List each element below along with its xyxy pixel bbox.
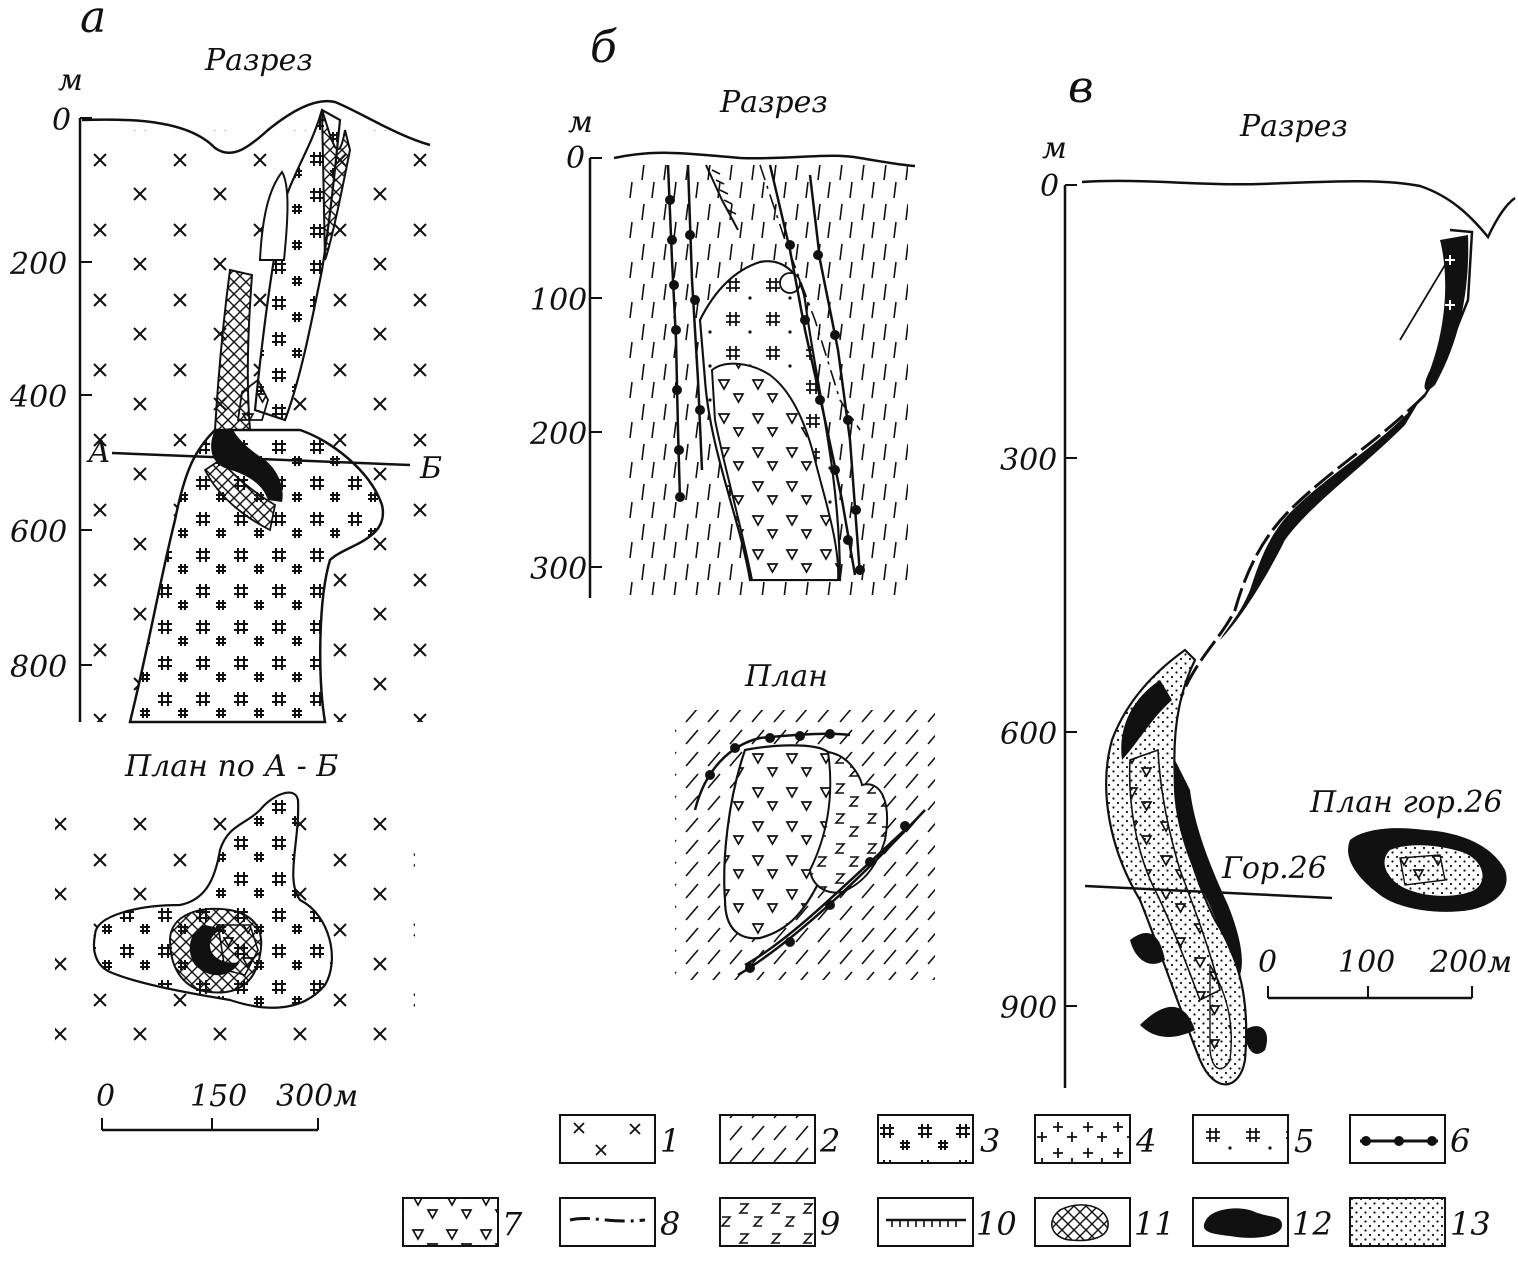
panel-v: в Разрез м 0 300 600 900 bbox=[1000, 62, 1516, 1088]
panel-a-tick-0: 0 bbox=[52, 103, 71, 138]
section-line-a-b bbox=[111, 451, 411, 467]
panel-a-tick-800: 800 bbox=[10, 650, 67, 685]
lens-1 bbox=[258, 170, 289, 261]
intrusive-stock bbox=[130, 430, 383, 722]
legend-num-13: 13 bbox=[1450, 1205, 1491, 1243]
breccia-pipe bbox=[712, 363, 839, 580]
panel-a-scale-bar: 0 150 300м bbox=[96, 1079, 358, 1132]
plan-breccia-v bbox=[1399, 854, 1446, 886]
legend-num-12: 12 bbox=[1292, 1205, 1333, 1243]
scale-a-0: 0 bbox=[96, 1079, 115, 1114]
plan-intrusion bbox=[93, 792, 332, 1008]
panel-b-letter: б bbox=[590, 22, 617, 73]
panel-v-tick-600: 600 bbox=[1000, 717, 1057, 752]
legend-num-4: 4 bbox=[1135, 1122, 1156, 1160]
panel-v-tick-900: 900 bbox=[1000, 991, 1057, 1026]
legend-num-7: 7 bbox=[502, 1205, 523, 1243]
panel-v-tick-300: 300 bbox=[1000, 443, 1057, 478]
section-line-end: Б bbox=[419, 451, 442, 486]
legend-item-10: 10 bbox=[877, 1197, 1017, 1247]
plan-faults-b bbox=[693, 729, 926, 977]
scale-v-0: 0 bbox=[1258, 945, 1277, 980]
breccia-pocket bbox=[236, 378, 269, 421]
scale-v-100: 100 bbox=[1338, 945, 1395, 980]
ore-vein-top bbox=[1424, 235, 1469, 390]
legend-num-11: 11 bbox=[1134, 1205, 1175, 1243]
legend-num-8: 8 bbox=[660, 1205, 680, 1243]
panel-b-section-title: Разрез bbox=[719, 85, 828, 120]
legend-num-6: 6 bbox=[1450, 1122, 1470, 1160]
legend-item-9: 9 bbox=[719, 1197, 840, 1247]
dike-apophysis bbox=[255, 110, 340, 420]
panel-a-depth-unit: м bbox=[58, 63, 83, 98]
panel-a-tick-400: 400 bbox=[9, 380, 67, 415]
panel-v-depth-unit: м bbox=[1042, 131, 1067, 166]
legend-item-5: 5 bbox=[1192, 1114, 1314, 1164]
section-line-start: А bbox=[86, 435, 111, 470]
panel-b-tick-0: 0 bbox=[566, 141, 585, 176]
legend-item-6: 6 bbox=[1349, 1114, 1470, 1164]
legend-num-10: 10 bbox=[976, 1205, 1017, 1243]
legend-item-11: 11 bbox=[1034, 1197, 1175, 1247]
panel-a: а Разрез м 0 200 400 600 800 bbox=[9, 0, 442, 1132]
ore-vein-middle bbox=[1220, 400, 1420, 640]
panel-a-section-title: Разрез bbox=[204, 43, 313, 78]
legend-num-2: 2 bbox=[819, 1122, 840, 1160]
panel-b-depth-unit: м bbox=[568, 105, 593, 140]
panel-a-tick-600: 600 bbox=[10, 515, 67, 550]
legend-item-4: 4 bbox=[1034, 1114, 1156, 1164]
panel-a-depth-axis: м 0 200 400 600 800 bbox=[9, 63, 92, 722]
ore-body-black bbox=[211, 428, 283, 502]
panel-b: б Разрез м 0 100 200 300 bbox=[529, 22, 935, 980]
crosshatch-dike-2 bbox=[321, 109, 352, 261]
panel-v-letter: в bbox=[1068, 62, 1094, 113]
horizon-label: Гор.26 bbox=[1221, 851, 1327, 886]
legend-item-3: 3 bbox=[877, 1114, 1000, 1164]
ground-surface bbox=[81, 99, 431, 154]
legend-num-3: 3 bbox=[980, 1122, 1000, 1160]
plan-breccia bbox=[724, 745, 833, 939]
panel-v-depth-axis: м 0 300 600 900 bbox=[1000, 131, 1077, 1088]
legend-item-12: 12 bbox=[1192, 1197, 1333, 1247]
plan-z-zone bbox=[810, 752, 888, 893]
panel-v-plan-title: План гор.26 bbox=[1309, 785, 1503, 820]
panel-b-depth-axis: м 0 100 200 300 bbox=[529, 105, 602, 598]
horizon-line bbox=[1084, 884, 1333, 900]
faults-b bbox=[665, 164, 865, 576]
panel-v-section-title: Разрез bbox=[1239, 109, 1348, 144]
panel-v-tick-0: 0 bbox=[1040, 169, 1059, 204]
legend-num-9: 9 bbox=[820, 1205, 840, 1243]
comb-contact bbox=[711, 169, 737, 215]
legend-item-8: 8 bbox=[559, 1197, 680, 1247]
legend-item-13: 13 bbox=[1349, 1197, 1491, 1247]
legend-item-2: 2 bbox=[719, 1114, 840, 1164]
panel-a-letter: а bbox=[80, 0, 106, 43]
legend-item-1: 1 bbox=[559, 1114, 680, 1164]
scale-a-300: 300м bbox=[276, 1079, 358, 1114]
ground-surface-b bbox=[613, 151, 916, 168]
legend-item-7: 7 bbox=[402, 1197, 523, 1247]
panel-b-tick-100: 100 bbox=[530, 283, 587, 318]
legend: 1 2 3 4 5 6 7 bbox=[402, 1114, 1491, 1247]
legend-num-5: 5 bbox=[1294, 1122, 1314, 1160]
panel-b-tick-200: 200 bbox=[529, 417, 587, 452]
panel-b-tick-300: 300 bbox=[530, 552, 587, 587]
ground-surface-v bbox=[1081, 179, 1516, 240]
scale-a-150: 150 bbox=[190, 1079, 247, 1114]
panel-a-tick-200: 200 bbox=[9, 247, 67, 282]
scale-v-200: 200м bbox=[1429, 945, 1512, 980]
panel-v-scale-bar: 0 100 200м bbox=[1258, 945, 1512, 1000]
panel-b-plan-title: План bbox=[744, 659, 828, 694]
legend-num-1: 1 bbox=[660, 1122, 680, 1160]
plan-ore-body bbox=[189, 925, 240, 976]
panel-a-plan-title: План по А - Б bbox=[124, 749, 338, 784]
